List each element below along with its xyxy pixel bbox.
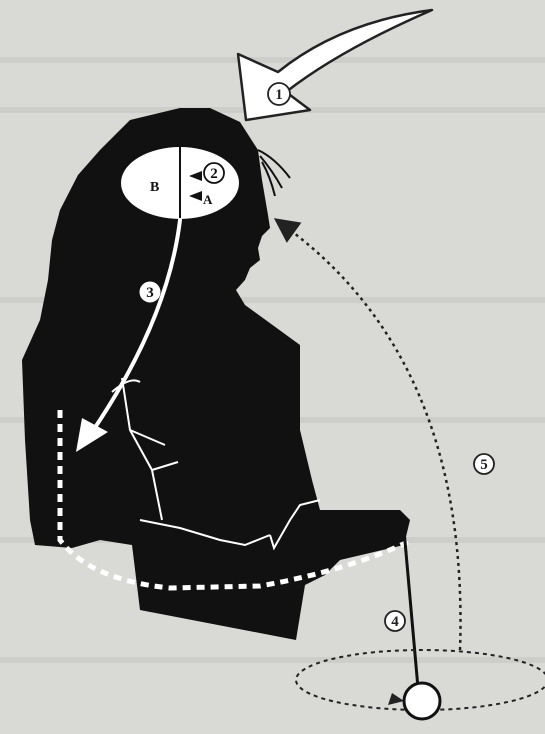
marker-step2: 2 <box>204 163 224 183</box>
marker-step2-label: 2 <box>210 166 218 182</box>
ball <box>404 683 440 719</box>
feedback-arc <box>282 224 461 650</box>
marker-step5: 5 <box>474 454 494 474</box>
hemisphere-label-left: B <box>150 180 159 195</box>
marker-step4-label: 4 <box>391 614 399 630</box>
marker-step5-label: 5 <box>480 457 488 473</box>
incoming-arrow-shape <box>238 10 432 120</box>
marker-step3-label: 3 <box>146 285 154 301</box>
orbit-arrowhead <box>388 693 404 705</box>
marker-step1-label: 1 <box>275 87 283 103</box>
marker-step3: 3 <box>140 282 160 302</box>
hand-to-ball-line <box>404 530 418 688</box>
marker-step4: 4 <box>385 611 405 631</box>
brain <box>120 146 240 220</box>
hemisphere-label-right: A <box>203 192 213 207</box>
marker-step1: 1 <box>268 83 290 105</box>
